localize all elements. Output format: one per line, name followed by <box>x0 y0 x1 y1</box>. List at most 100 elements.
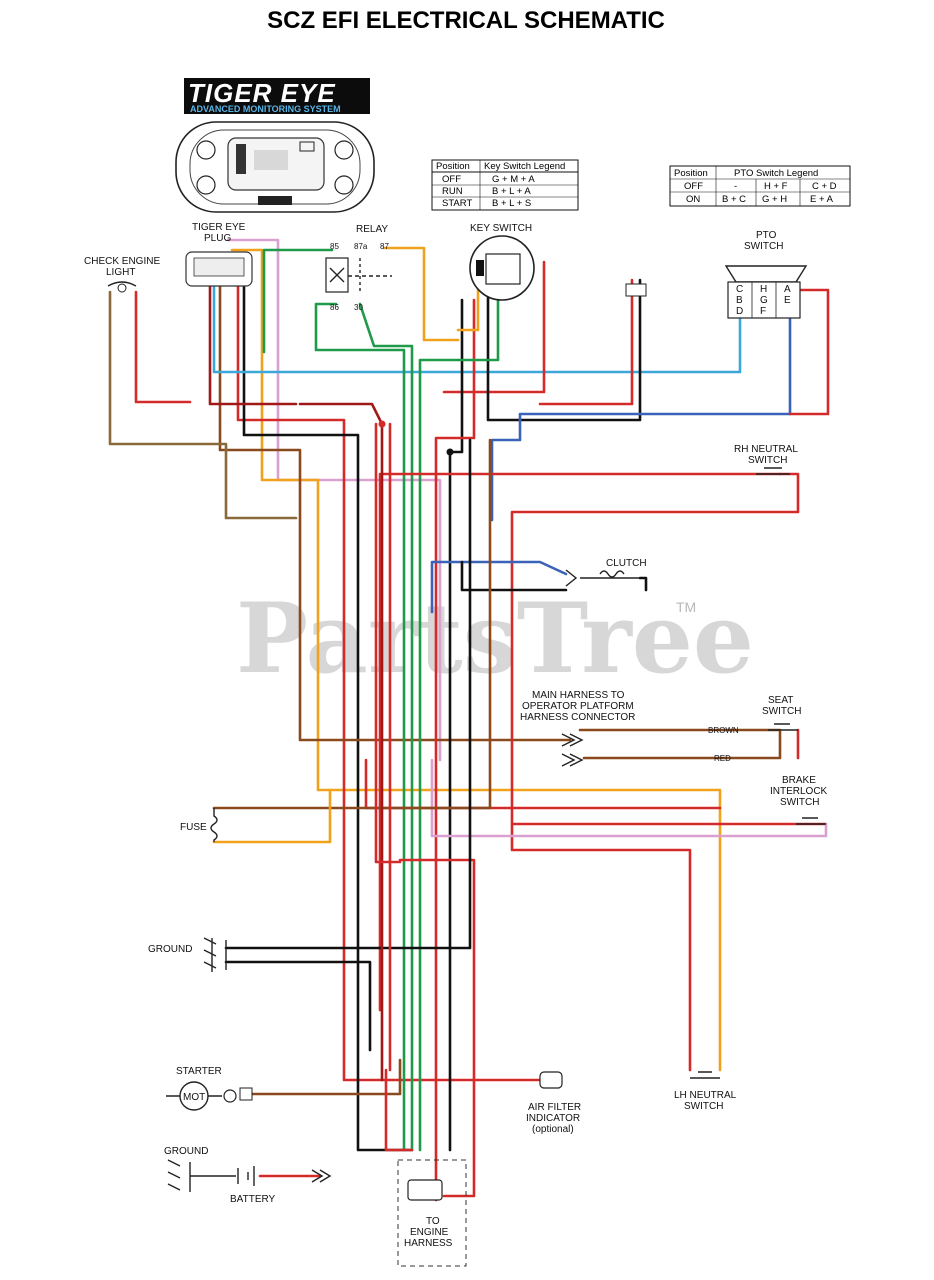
main-harness-connector-label: MAIN HARNESS TO <box>532 690 625 701</box>
main-harness-connector-label: OPERATOR PLATFORM <box>522 701 634 712</box>
rh-neutral-switch: RH NEUTRAL SWITCH <box>734 444 798 475</box>
air-filter-label: INDICATOR <box>526 1113 580 1124</box>
wire-tag: RED <box>714 754 731 763</box>
wire-dark-red <box>208 260 298 406</box>
wire-red <box>510 472 800 1072</box>
pto-legend-header-title: PTO Switch Legend <box>734 168 818 179</box>
ground-lower: GROUND <box>164 1146 236 1192</box>
wire-brown <box>212 438 492 810</box>
key-switch-label: KEY SWITCH <box>470 223 532 234</box>
wire-black <box>638 576 648 592</box>
battery: BATTERY <box>230 1166 332 1205</box>
pto-pin: D <box>736 306 743 317</box>
wire-green <box>418 298 500 1152</box>
wire-black <box>486 278 642 422</box>
tiger-eye-logo: TIGER EYE ADVANCED MONITORING SYSTEM <box>184 78 370 114</box>
junction-dot <box>378 420 386 428</box>
clutch-label: CLUTCH <box>606 558 647 569</box>
starter: MOT STARTER <box>166 1066 253 1111</box>
key-legend-cell: B + L + A <box>492 186 531 197</box>
key-legend-cell: START <box>442 198 472 209</box>
wire-black <box>224 960 372 1052</box>
pto-switch: C H A B G E D F PTO SWITCH <box>724 230 808 319</box>
neutral-icon <box>196 175 216 195</box>
pto-legend-header-position: Position <box>674 168 708 179</box>
tiger-eye-display <box>175 121 375 213</box>
key-switch-legend: Position Key Switch Legend OFF G + M + A… <box>431 159 579 211</box>
brake-interlock-label: SWITCH <box>780 797 819 808</box>
key-legend-header-position: Position <box>436 161 470 172</box>
wire-red <box>384 1068 414 1152</box>
key-legend-cell: OFF <box>442 174 461 185</box>
ground-label: GROUND <box>164 1146 208 1157</box>
pto-pin: G <box>760 295 768 306</box>
key-switch: KEY SWITCH <box>469 223 535 301</box>
fuse-label: FUSE <box>180 822 207 833</box>
wire-orange <box>230 248 722 1072</box>
wire-black <box>448 298 464 1152</box>
wire-blue <box>430 560 568 614</box>
lh-neutral-switch: LH NEUTRAL SWITCH <box>674 1071 737 1112</box>
wire-red <box>134 290 192 404</box>
service-icon <box>236 144 246 174</box>
wire-red <box>442 260 546 394</box>
air-filter-indicator: AIR FILTER INDICATOR (optional) <box>526 1071 581 1135</box>
tiger-eye-plug-label: TIGER EYE <box>192 222 246 233</box>
pto-pin: E <box>784 295 791 306</box>
fuel-icon <box>334 175 354 195</box>
oil-icon <box>196 140 216 160</box>
relay-pin: 86 <box>330 303 339 312</box>
ground-label: GROUND <box>148 944 192 955</box>
watermark: PartsTree TM <box>236 582 754 695</box>
starter-label: STARTER <box>176 1066 222 1077</box>
check-engine-light-label: CHECK ENGINE <box>84 256 160 267</box>
wire-tag: BROWN <box>708 726 739 735</box>
schematic-title: SCZ EFI ELECTRICAL SCHEMATIC <box>267 7 665 34</box>
main-harness-connector-label: HARNESS CONNECTOR <box>520 712 635 723</box>
tiger-eye-plug: TIGER EYE PLUG <box>185 222 253 287</box>
air-filter-label: (optional) <box>532 1124 574 1135</box>
pto-legend-cell: H + F <box>764 181 788 192</box>
rh-neutral-switch-label: SWITCH <box>748 455 787 466</box>
wire-orange <box>382 246 460 342</box>
main-harness-connector: MAIN HARNESS TO OPERATOR PLATFORM HARNES… <box>520 690 739 767</box>
wire-brown <box>248 1058 402 1096</box>
logo-subtitle: ADVANCED MONITORING SYSTEM <box>190 104 341 114</box>
engine-harness-label: HARNESS <box>404 1238 453 1249</box>
wire-green <box>314 302 406 1152</box>
wire-orange <box>212 788 332 844</box>
engine-harness-label: ENGINE <box>410 1227 449 1238</box>
wire-brown <box>578 728 782 760</box>
battery-label: BATTERY <box>230 1194 276 1205</box>
clutch: CLUTCH <box>565 558 647 587</box>
pto-legend-cell: C + D <box>812 181 837 192</box>
wire-green <box>262 248 334 354</box>
pto-legend-cell: ON <box>686 194 700 205</box>
key-legend-cell: G + M + A <box>492 174 535 185</box>
connector-icon <box>625 283 647 297</box>
wire-blue <box>490 296 792 522</box>
starter-mot-label: MOT <box>183 1092 205 1103</box>
wire-red <box>788 288 830 416</box>
key-legend-cell: B + L + S <box>492 198 531 209</box>
battery-icon <box>299 141 315 152</box>
lh-neutral-label: LH NEUTRAL <box>674 1090 737 1101</box>
watermark-tm: TM <box>676 599 696 615</box>
relay-label: RELAY <box>356 224 388 235</box>
wire-red <box>378 472 782 1012</box>
fuse: FUSE <box>180 808 218 842</box>
key-legend-header-title: Key Switch Legend <box>484 161 565 172</box>
relay-pin: 87 <box>380 242 389 251</box>
wire-black <box>224 438 472 950</box>
key-legend-cell: RUN <box>442 186 463 197</box>
pto-switch-label: SWITCH <box>744 241 783 252</box>
wire-light-blue <box>212 260 742 374</box>
seat-switch-label: SEAT <box>768 695 793 706</box>
engine-harness-label: TO <box>426 1216 440 1227</box>
wire-pink <box>430 758 828 838</box>
brake-interlock-label: INTERLOCK <box>770 786 828 797</box>
pto-legend-cell: E + A <box>810 194 834 205</box>
check-engine-light: CHECK ENGINE LIGHT <box>84 256 160 293</box>
engine-icon <box>334 140 354 160</box>
watermark-text: PartsTree <box>236 582 754 695</box>
